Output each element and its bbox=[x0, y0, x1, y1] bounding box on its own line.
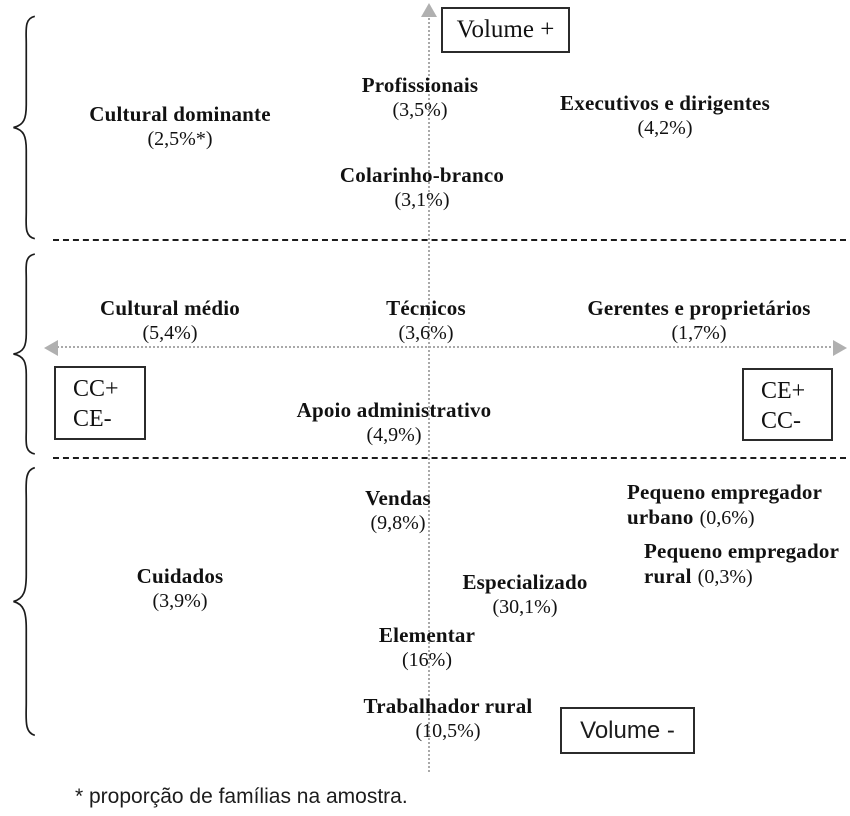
node-pct: (9,8%) bbox=[370, 512, 426, 534]
vertical-axis-line bbox=[428, 14, 430, 772]
node-label: Pequeno empregador bbox=[627, 480, 823, 504]
brace-middle-band bbox=[6, 252, 38, 456]
capital-right-box: CE+ CC- bbox=[742, 368, 833, 441]
node-label: Profissionais bbox=[361, 73, 479, 97]
node-label: Elementar bbox=[378, 623, 476, 647]
brace-bottom-band bbox=[6, 465, 38, 738]
horizontal-axis-line bbox=[57, 346, 835, 348]
node-colarinho-branco: Colarinho-branco (3,1%) bbox=[340, 163, 504, 213]
node-pct: (4,9%) bbox=[366, 424, 422, 446]
node-trabalhador-rural: Trabalhador rural (10,5%) bbox=[364, 694, 533, 744]
node-cultural-medio: Cultural médio (5,4%) bbox=[100, 296, 240, 346]
node-apoio-administrativo: Apoio administrativo (4,9%) bbox=[297, 398, 492, 448]
node-pct: (2,5%*) bbox=[147, 128, 213, 150]
arrow-right-icon bbox=[833, 340, 847, 356]
cc-minus-label: CC- bbox=[761, 408, 802, 434]
node-label: Colarinho-branco bbox=[339, 163, 505, 187]
node-gerentes-proprietarios: Gerentes e proprietários (1,7%) bbox=[587, 296, 810, 346]
node-pct: (16%) bbox=[402, 649, 452, 671]
node-pct: (5,4%) bbox=[142, 322, 198, 344]
node-label: Trabalhador rural bbox=[363, 694, 533, 718]
node-pct: (3,5%) bbox=[392, 99, 448, 121]
ce-plus-label: CE+ bbox=[761, 378, 806, 404]
capital-left-box: CC+ CE- bbox=[54, 366, 146, 440]
node-profissionais: Profissionais (3,5%) bbox=[362, 73, 479, 123]
node-label: Cultural dominante bbox=[89, 102, 271, 126]
arrow-up-icon bbox=[421, 3, 437, 17]
node-pct: (3,9%) bbox=[152, 590, 208, 612]
arrow-left-icon bbox=[44, 340, 58, 356]
node-label: Apoio administrativo bbox=[296, 398, 492, 422]
node-label: Cuidados bbox=[136, 564, 224, 588]
node-cultural-dominante: Cultural dominante (2,5%*) bbox=[89, 102, 271, 152]
node-cuidados: Cuidados (3,9%) bbox=[137, 564, 224, 614]
node-pequeno-empregador-urbano: Pequeno empregador urbano(0,6%) bbox=[627, 480, 822, 530]
node-pct: (3,6%) bbox=[398, 322, 454, 344]
node-label: Executivos e dirigentes bbox=[560, 91, 770, 115]
node-pct: (3,1%) bbox=[394, 189, 450, 211]
node-label: Especializado bbox=[462, 570, 588, 594]
node-vendas: Vendas (9,8%) bbox=[365, 486, 431, 536]
node-pct: (4,2%) bbox=[637, 117, 693, 139]
dashed-separator-upper bbox=[53, 239, 846, 241]
node-especializado: Especializado (30,1%) bbox=[462, 570, 587, 620]
node-pct: (30,1%) bbox=[492, 596, 558, 618]
ce-minus-label: CE- bbox=[73, 406, 112, 432]
node-label: Gerentes e proprietários bbox=[587, 296, 811, 320]
footnote: * proporção de famílias na amostra. bbox=[75, 785, 408, 808]
node-label: Pequeno empregador bbox=[644, 539, 840, 563]
brace-top-band bbox=[6, 14, 38, 241]
cc-plus-label: CC+ bbox=[73, 376, 119, 402]
node-pct: (0,6%) bbox=[699, 507, 755, 529]
node-tecnicos: Técnicos (3,6%) bbox=[386, 296, 466, 346]
node-label-line2: urbano bbox=[627, 505, 694, 529]
node-label: Técnicos bbox=[386, 296, 466, 320]
volume-minus-box: Volume - bbox=[560, 707, 695, 754]
dashed-separator-lower bbox=[53, 457, 846, 459]
node-label-line2: rural bbox=[644, 564, 692, 588]
node-elementar: Elementar (16%) bbox=[379, 623, 475, 673]
volume-plus-box: Volume + bbox=[441, 7, 570, 53]
volume-minus-label: Volume - bbox=[580, 716, 675, 744]
node-label: Vendas bbox=[365, 486, 431, 510]
volume-plus-label: Volume + bbox=[456, 16, 555, 43]
node-label: Cultural médio bbox=[100, 296, 240, 320]
node-pequeno-empregador-rural: Pequeno empregador rural(0,3%) bbox=[644, 539, 839, 589]
node-pct: (0,3%) bbox=[697, 566, 753, 588]
node-executivos-dirigentes: Executivos e dirigentes (4,2%) bbox=[560, 91, 770, 141]
node-pct: (1,7%) bbox=[671, 322, 727, 344]
node-pct: (10,5%) bbox=[415, 720, 481, 742]
